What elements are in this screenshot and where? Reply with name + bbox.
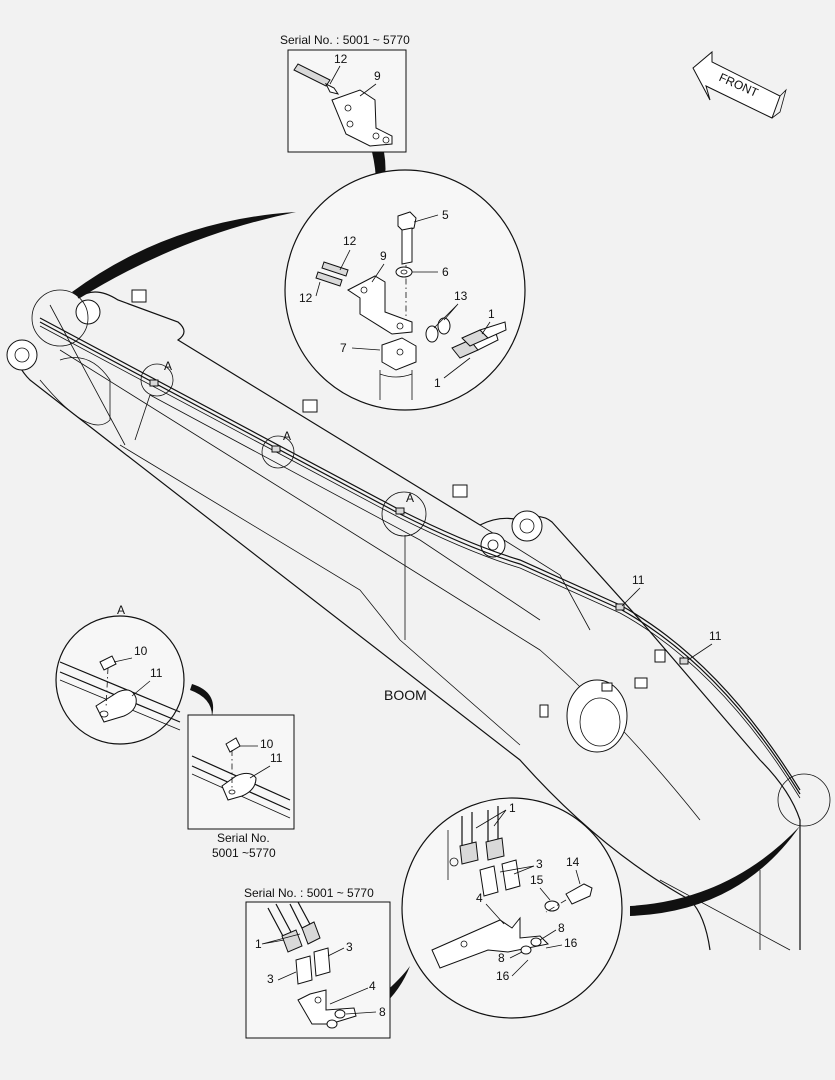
serial-bottom-parts xyxy=(267,901,357,1029)
label-3-bottom-2: 3 xyxy=(267,972,274,986)
label-16-lower-2: 16 xyxy=(496,969,510,983)
upper-detail-parts xyxy=(315,211,507,400)
detail-circle-a2 xyxy=(261,435,295,469)
label-12-upper-2: 12 xyxy=(299,291,313,305)
label-16-lower-1: 16 xyxy=(564,936,578,950)
label-6: 6 xyxy=(442,265,449,279)
label-7: 7 xyxy=(340,341,347,355)
label-10-a: 10 xyxy=(134,644,148,658)
label-8-lower-1: 8 xyxy=(558,921,565,935)
hose-lines xyxy=(39,317,801,799)
front-arrow: FRONT xyxy=(692,50,787,119)
label-1-upper-1: 1 xyxy=(488,307,495,321)
serial-bottom-caption: Serial No. : 5001 ~ 5770 xyxy=(244,886,374,900)
label-10-mid: 10 xyxy=(260,737,274,751)
label-8-lower-2: 8 xyxy=(498,951,505,965)
label-11-boom-1: 11 xyxy=(632,573,645,587)
detail-circle-top-left xyxy=(31,289,89,347)
label-11-boom-2: 11 xyxy=(709,629,722,643)
boom-body xyxy=(6,289,801,951)
callout-arc-left xyxy=(72,212,296,298)
detail-circle-right xyxy=(777,773,831,827)
view-a-tag-3: A xyxy=(406,491,414,505)
boom-label: BOOM xyxy=(384,687,427,703)
label-12-upper-1: 12 xyxy=(343,234,357,248)
serial-top-caption: Serial No. : 5001 ~ 5770 xyxy=(280,33,410,47)
detail-circle-a xyxy=(55,615,185,745)
label-3-lower: 3 xyxy=(536,857,543,871)
serial-top-parts xyxy=(293,63,393,147)
label-14: 14 xyxy=(566,855,580,869)
label-12-top: 12 xyxy=(334,52,348,66)
label-1-bottom: 1 xyxy=(255,937,262,951)
view-a-tag-1: A xyxy=(164,359,172,373)
label-4-lower: 4 xyxy=(476,891,483,905)
label-15: 15 xyxy=(530,873,544,887)
label-13: 13 xyxy=(454,289,468,303)
detail-circle-upper xyxy=(284,169,526,411)
label-9-top: 9 xyxy=(374,69,381,83)
detail-circle-lower xyxy=(401,797,623,1019)
label-3-bottom-1: 3 xyxy=(346,940,353,954)
detail-a-parts xyxy=(59,655,181,731)
callout-arc-right xyxy=(630,826,800,916)
label-4-bottom: 4 xyxy=(369,979,376,993)
serial-mid-parts xyxy=(191,737,291,819)
lower-detail-parts xyxy=(431,806,593,969)
callout-arc-mid xyxy=(190,684,214,716)
serial-mid-caption-2: 5001 ~5770 xyxy=(212,846,276,860)
label-1-lower: 1 xyxy=(509,801,516,815)
detail-circle-a1 xyxy=(140,363,174,397)
label-11-mid: 11 xyxy=(270,751,283,765)
serial-mid-caption-1: Serial No. xyxy=(217,831,270,845)
label-5: 5 xyxy=(442,208,449,222)
label-8-bottom: 8 xyxy=(379,1005,386,1019)
label-9-upper: 9 xyxy=(380,249,387,263)
view-a-tag-2: A xyxy=(283,429,291,443)
label-1-upper-2: 1 xyxy=(434,376,441,390)
label-11-a: 11 xyxy=(150,666,163,680)
view-a-title: A xyxy=(117,603,125,617)
detail-circle-a3 xyxy=(381,491,427,537)
